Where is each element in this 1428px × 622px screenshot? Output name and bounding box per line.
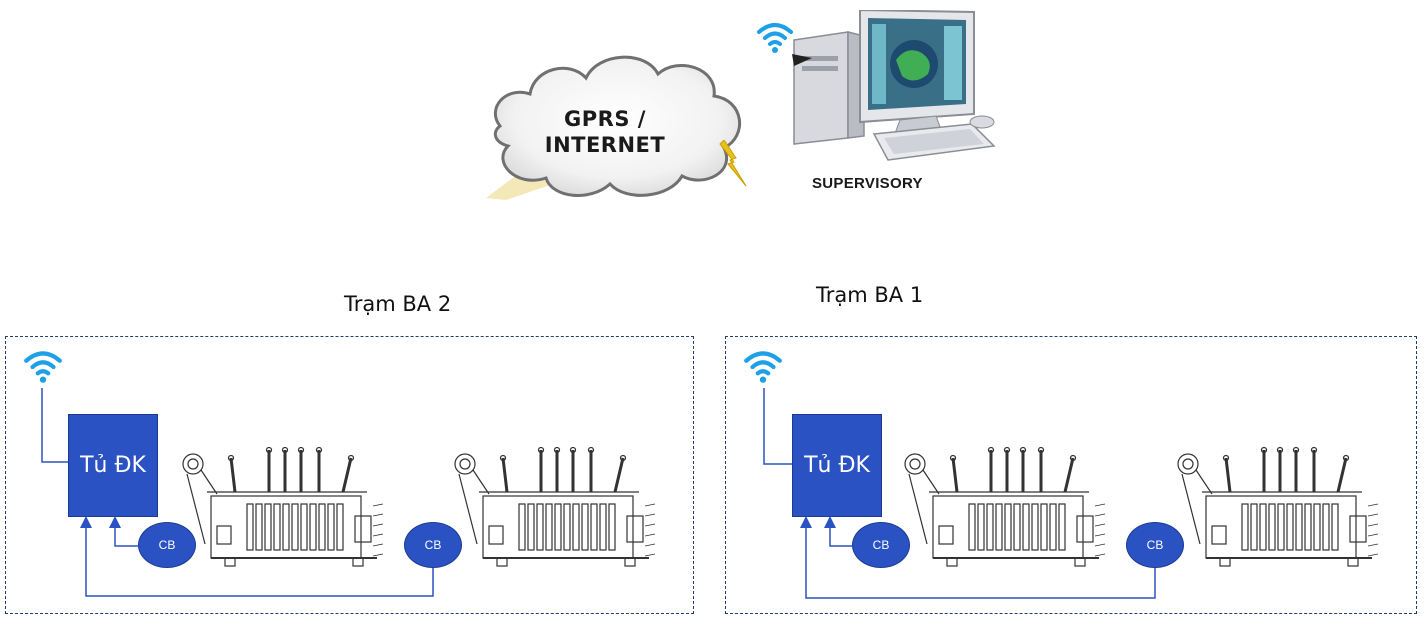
circuit-breaker: CB [852,522,910,568]
control-cabinet: Tủ ĐK [792,414,882,517]
cloud-label-line1: GPRS / [564,107,646,131]
transformer-icon [454,446,656,567]
transformer-icon [904,446,1106,567]
circuit-breaker: CB [138,522,196,568]
circuit-breaker: CB [1126,522,1184,568]
supervisory-label: SUPERVISORY [812,175,923,192]
transformer-icon [1177,446,1379,567]
station-box-ba2 [5,336,694,614]
station-box-ba1 [725,336,1417,614]
control-cabinet: Tủ ĐK [68,414,158,517]
transformer-icon [182,446,384,567]
station-title-ba1: Trạm BA 1 [816,283,924,307]
lightning-icon [719,140,747,187]
circuit-breaker: CB [404,522,462,568]
computer-icon [792,10,996,161]
cloud-label-line2: INTERNET [544,133,666,157]
station-title-ba2: Trạm BA 2 [344,292,452,316]
wifi-icon [744,351,782,383]
wifi-icon [24,351,62,383]
wifi-icon [757,23,793,53]
cloud-label: GPRS / INTERNET [540,106,670,158]
